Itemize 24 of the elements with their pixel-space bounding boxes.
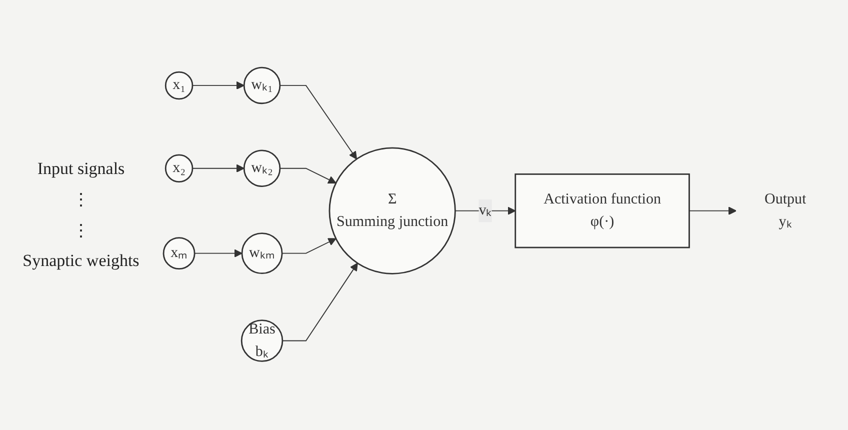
label-text: Input signals [36, 159, 126, 179]
label-text: ⋮ [72, 220, 90, 241]
arrow [282, 238, 336, 254]
arrow [279, 167, 336, 184]
node-circle: wₖₘ [241, 232, 283, 274]
node-box: Activation function φ(·) [514, 173, 690, 248]
node-circle: wₖ₁ [243, 66, 281, 104]
arrow [688, 206, 737, 215]
node-circle: wₖ₂ [243, 149, 281, 187]
label-text: Synaptic weights [22, 251, 140, 271]
label-text: ⋮ [72, 189, 90, 210]
node-circle: Bias bₖ [240, 319, 284, 362]
node-circle: x₁ [164, 70, 194, 100]
arrow [192, 80, 244, 90]
node-circle: x₂ [164, 154, 194, 182]
arrow [454, 206, 516, 215]
arrow [282, 262, 358, 341]
node-circle: xₘ [162, 236, 196, 270]
arrow [194, 248, 242, 258]
arrow [192, 164, 244, 172]
edge-label: vₖ [478, 202, 492, 218]
node-text: Output yₖ [764, 190, 806, 230]
node-circle: Σ Summing junction [328, 146, 456, 274]
arrow [279, 84, 358, 159]
